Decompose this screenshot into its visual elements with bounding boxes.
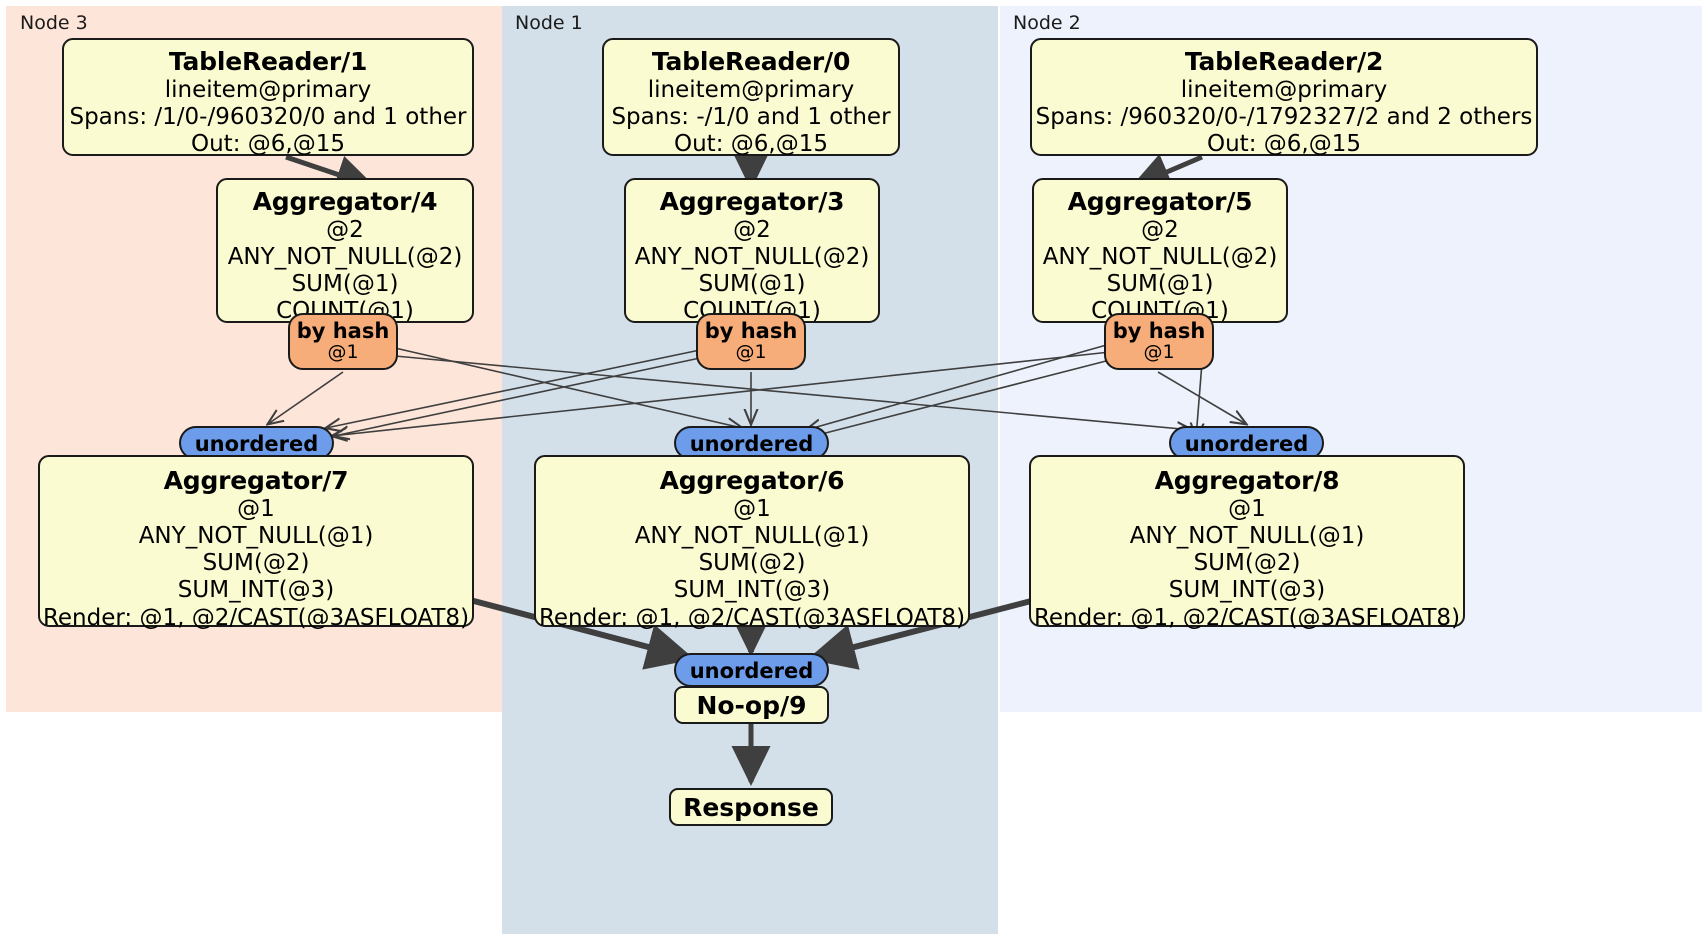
- processor-line: SUM(@1): [698, 271, 806, 298]
- router-sublabel: @1: [735, 341, 767, 364]
- node-label-node2: Node 2: [1013, 12, 1081, 34]
- synchronizer-label: unordered: [194, 432, 319, 456]
- input-synchronizer-unordered-right[interactable]: unordered: [1169, 426, 1324, 460]
- processor-line: ANY_NOT_NULL(@2): [1042, 244, 1278, 271]
- processor-line: SUM(@2): [1193, 550, 1301, 577]
- processor-line: Render: @1, @2/CAST(@3ASFLOAT8): [1033, 604, 1461, 631]
- processor-line: SUM(@2): [202, 550, 310, 577]
- processor-line: lineitem@primary: [647, 77, 855, 103]
- processor-line: @2: [733, 217, 771, 243]
- processor-title: Response: [683, 793, 819, 822]
- processor-aggregator-7[interactable]: Aggregator/7 @1 ANY_NOT_NULL(@1) SUM(@2)…: [38, 455, 474, 631]
- processor-line: lineitem@primary: [1180, 77, 1388, 103]
- output-router-by-hash-left[interactable]: by hash @1: [288, 313, 398, 370]
- processor-title: TableReader/0: [651, 47, 851, 76]
- processor-table-reader-1[interactable]: TableReader/1 lineitem@primary Spans: /1…: [62, 38, 474, 158]
- processor-line: Render: @1, @2/CAST(@3ASFLOAT8): [538, 604, 966, 631]
- input-synchronizer-unordered-left[interactable]: unordered: [179, 426, 334, 460]
- processor-aggregator-6[interactable]: Aggregator/6 @1 ANY_NOT_NULL(@1) SUM(@2)…: [534, 455, 970, 631]
- processor-line: @1: [733, 496, 771, 522]
- processor-line: ANY_NOT_NULL(@2): [227, 244, 463, 271]
- processor-line: ANY_NOT_NULL(@1): [634, 523, 870, 550]
- router-label: by hash: [704, 319, 798, 343]
- input-synchronizer-unordered-center[interactable]: unordered: [674, 426, 829, 460]
- processor-line: SUM_INT(@3): [177, 577, 335, 604]
- node-label-node3: Node 3: [20, 12, 88, 34]
- processor-line: @2: [326, 217, 364, 243]
- processor-noop-9[interactable]: No-op/9: [674, 686, 829, 724]
- processor-title: Aggregator/4: [252, 187, 438, 216]
- processor-line: SUM_INT(@3): [1168, 577, 1326, 604]
- processor-line: Render: @1, @2/CAST(@3ASFLOAT8): [42, 604, 470, 631]
- processor-line: SUM(@2): [698, 550, 806, 577]
- processor-title: Aggregator/5: [1067, 187, 1253, 216]
- processor-aggregator-5[interactable]: Aggregator/5 @2 ANY_NOT_NULL(@2) SUM(@1)…: [1032, 178, 1288, 324]
- processor-line: lineitem@primary: [164, 77, 372, 103]
- processor-title: TableReader/1: [168, 47, 368, 76]
- processor-line: Out: @6,@15: [674, 131, 828, 158]
- processor-aggregator-8[interactable]: Aggregator/8 @1 ANY_NOT_NULL(@1) SUM(@2)…: [1029, 455, 1465, 631]
- processor-line: @1: [237, 496, 275, 522]
- processor-response[interactable]: Response: [669, 788, 833, 826]
- processor-line: Spans: /960320/0-/1792327/2 and 2 others: [1035, 104, 1533, 131]
- output-router-by-hash-right[interactable]: by hash @1: [1104, 313, 1214, 370]
- processor-title: No-op/9: [696, 691, 807, 720]
- processor-title: Aggregator/6: [659, 466, 845, 495]
- router-sublabel: @1: [327, 341, 359, 364]
- processor-title: Aggregator/8: [1154, 466, 1340, 495]
- processor-line: Spans: -/1/0 and 1 other: [611, 104, 891, 131]
- processor-line: ANY_NOT_NULL(@1): [1129, 523, 1365, 550]
- router-label: by hash: [296, 319, 390, 343]
- processor-line: Spans: /1/0-/960320/0 and 1 other: [69, 104, 467, 131]
- node-label-node1: Node 1: [515, 12, 583, 34]
- output-router-by-hash-center[interactable]: by hash @1: [696, 313, 806, 370]
- processor-table-reader-0[interactable]: TableReader/0 lineitem@primary Spans: -/…: [602, 38, 900, 158]
- input-synchronizer-unordered-final[interactable]: unordered: [674, 653, 829, 687]
- processor-line: Out: @6,@15: [191, 131, 345, 158]
- processor-aggregator-4[interactable]: Aggregator/4 @2 ANY_NOT_NULL(@2) SUM(@1)…: [216, 178, 474, 324]
- processor-line: SUM(@1): [1106, 271, 1214, 298]
- processor-title: Aggregator/3: [659, 187, 845, 216]
- processor-title: TableReader/2: [1184, 47, 1384, 76]
- processor-line: SUM_INT(@3): [673, 577, 831, 604]
- processor-line: ANY_NOT_NULL(@2): [634, 244, 870, 271]
- processor-line: ANY_NOT_NULL(@1): [138, 523, 374, 550]
- synchronizer-label: unordered: [689, 659, 814, 683]
- router-sublabel: @1: [1143, 341, 1175, 364]
- processor-line: SUM(@1): [291, 271, 399, 298]
- processor-line: @2: [1141, 217, 1179, 243]
- processor-title: Aggregator/7: [163, 466, 349, 495]
- processor-table-reader-2[interactable]: TableReader/2 lineitem@primary Spans: /9…: [1030, 38, 1538, 158]
- processor-line: @1: [1228, 496, 1266, 522]
- synchronizer-label: unordered: [689, 432, 814, 456]
- processor-aggregator-3[interactable]: Aggregator/3 @2 ANY_NOT_NULL(@2) SUM(@1)…: [624, 178, 880, 324]
- synchronizer-label: unordered: [1184, 432, 1309, 456]
- router-label: by hash: [1112, 319, 1206, 343]
- processor-line: Out: @6,@15: [1207, 131, 1361, 158]
